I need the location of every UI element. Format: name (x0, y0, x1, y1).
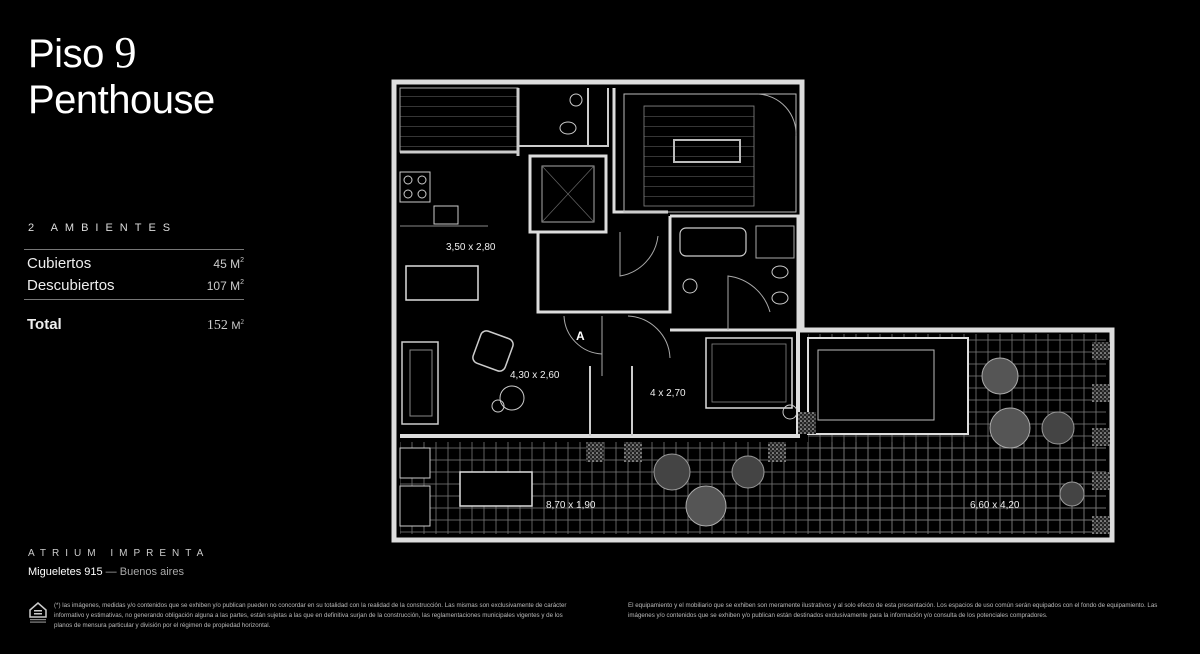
divider (24, 249, 244, 250)
nightstand (782, 404, 798, 420)
armchair (472, 330, 514, 372)
sofa (401, 341, 439, 425)
shrub (731, 455, 765, 489)
small-sink (569, 93, 583, 107)
room-label-terrace: 8,70 x 1,90 (546, 500, 596, 511)
page-title: Piso 9 Penthouse (28, 30, 215, 123)
interior-wall (400, 88, 520, 156)
street: Migueletes 915 (28, 566, 103, 578)
outdoor-table (459, 471, 533, 507)
room-label-living: 4,30 x 2,60 (510, 370, 560, 381)
planter (768, 442, 786, 462)
divider (24, 299, 244, 300)
door-swing (619, 232, 659, 277)
planter (586, 442, 604, 462)
kitchen-sink (433, 205, 459, 225)
shrub (989, 407, 1031, 449)
equal-housing-icon (29, 602, 47, 623)
entry-door-swing (563, 315, 603, 355)
title-line-1: Piso 9 (28, 30, 215, 77)
elevator-core (528, 154, 608, 234)
toilet (771, 265, 789, 279)
shrub (1059, 481, 1085, 507)
room-label-kitchen: 3,50 x 2,80 (446, 242, 496, 253)
room-label-bedroom: 4 x 2,70 (650, 388, 686, 399)
total-label: Total (27, 316, 62, 333)
shrub (653, 453, 691, 491)
planter (798, 412, 816, 434)
cooktop (399, 171, 431, 203)
entry-marker: A (576, 329, 585, 343)
shrub (981, 357, 1019, 395)
title-floor-word: Piso (28, 32, 104, 76)
interior-wall (518, 88, 609, 147)
shrub (1041, 411, 1075, 445)
bidet (771, 291, 789, 305)
door-swing (601, 315, 671, 376)
area-summary: Cubiertos 45 M2 Descubiertos 107 M2 Tota… (24, 249, 244, 338)
bed (705, 337, 793, 409)
area-label: Descubiertos (27, 277, 115, 294)
shrub (685, 485, 727, 527)
main-stairs (643, 105, 755, 207)
grill (399, 485, 431, 527)
title-floor-number: 9 (114, 28, 136, 77)
city: Buenos aires (119, 566, 184, 578)
service-stairs (399, 87, 519, 153)
dining-table (405, 265, 479, 301)
area-row-cubiertos: Cubiertos 45 M2 (24, 255, 244, 277)
sink (682, 278, 698, 294)
ambientes-label: 2 AMBIENTES (28, 222, 178, 234)
title-line-2: Penthouse (28, 78, 215, 122)
legal-disclaimer: (*) las imágenes, medidas y/o contenidos… (54, 602, 567, 629)
stair-curve (757, 93, 797, 137)
total-value: 152 M2 (206, 318, 244, 333)
furniture-disclaimer: El equipamiento y el mobiliario que se e… (628, 602, 1158, 619)
area-value: 107 M2 (206, 279, 244, 293)
area-value: 45 M2 (213, 257, 244, 271)
door-swing (727, 275, 771, 330)
pool-inner (817, 349, 935, 421)
outer-wall (391, 79, 1115, 543)
small-toilet (559, 121, 577, 135)
area-row-descubiertos: Descubiertos 107 M2 (24, 277, 244, 299)
area-label: Cubiertos (27, 255, 92, 272)
address: Migueletes 915 — Buenos aires (28, 566, 184, 578)
stair-landing (673, 139, 741, 163)
interior-wall (400, 330, 800, 438)
closet-wall (589, 366, 633, 436)
area-row-total: Total 152 M2 (24, 316, 244, 338)
side-table (499, 385, 525, 411)
room-label-terrace-east: 6,60 x 4,20 (970, 500, 1020, 511)
elevator-cab (541, 165, 595, 223)
pool (807, 337, 969, 435)
brand-name: ATRIUM IMPRENTA (28, 548, 210, 559)
bathtub (679, 227, 747, 257)
main-stairwell (623, 93, 797, 213)
floor-plan: 3,50 x 2,80 4,30 x 2,60 4 x 2,70 8,70 x … (391, 79, 1115, 543)
planter (624, 442, 642, 462)
bathroom-wall (670, 214, 800, 332)
outdoor-sink (399, 447, 431, 479)
shower (755, 225, 795, 259)
hall-wall (536, 216, 672, 314)
